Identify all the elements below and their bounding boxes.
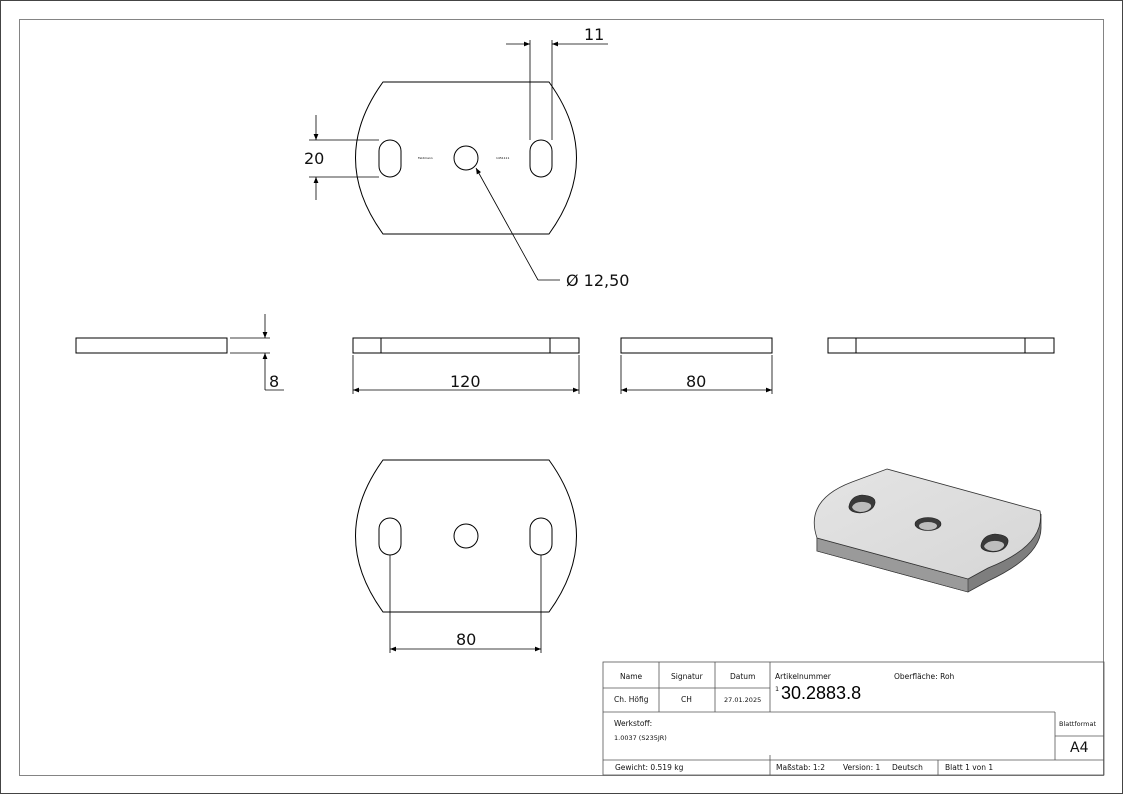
dim-hole-diameter-text: Ø 12,50 xyxy=(566,271,629,290)
tb-artikelnummer-label: Artikelnummer xyxy=(775,672,832,681)
dim-width xyxy=(620,355,773,394)
tb-werkstoff-label: Werkstoff: xyxy=(614,719,652,728)
slot-right-bottom xyxy=(529,517,553,556)
tb-massstab: Maßstab: 1:2 xyxy=(776,763,825,772)
dim-slot-length-text: 20 xyxy=(304,149,324,168)
tb-value-datum: 27.01.2025 xyxy=(724,696,761,704)
front-view xyxy=(352,337,580,354)
dim-thickness-text: 8 xyxy=(269,372,279,391)
dim-length-text: 120 xyxy=(450,372,481,391)
slot-right xyxy=(529,139,553,178)
dim-slot-spacing-text: 80 xyxy=(456,630,476,649)
tb-version: Version: 1 xyxy=(843,763,880,772)
bottom-view xyxy=(355,459,577,613)
tb-header-name: Name xyxy=(620,672,643,681)
tb-value-name: Ch. Höfig xyxy=(614,695,649,704)
tb-value-signatur: CH xyxy=(681,695,692,704)
side-views xyxy=(75,337,1055,354)
dim-slot-width xyxy=(506,40,608,140)
title-block xyxy=(602,661,1105,776)
dim-width-text: 80 xyxy=(686,372,706,391)
plate-outline xyxy=(355,81,577,235)
top-view xyxy=(355,81,577,235)
back-view xyxy=(827,337,1055,354)
tb-oberflaeche: Oberfläche: Roh xyxy=(894,672,955,681)
tb-gewicht: Gewicht: 0.519 kg xyxy=(615,763,684,772)
side-view-1 xyxy=(75,337,228,354)
tb-werkstoff: 1.0037 (S235JR) xyxy=(614,734,667,742)
tb-blattformat-label: Blattformat xyxy=(1059,720,1096,728)
drawing-frame xyxy=(19,19,1104,776)
engraving-left: Feldmann xyxy=(418,156,433,160)
dim-slot-spacing xyxy=(389,555,542,653)
tb-blatt: Blatt 1 von 1 xyxy=(945,763,993,772)
tb-artikelnummer-prefix: 1 xyxy=(775,685,779,693)
slot-left-bottom xyxy=(378,517,402,556)
tb-sprache: Deutsch xyxy=(892,763,923,772)
tb-header-datum: Datum xyxy=(730,672,755,681)
dim-slot-width-text: 11 xyxy=(584,25,604,44)
tb-artikelnummer: 30.2883.8 xyxy=(781,683,861,703)
dim-length xyxy=(352,355,580,394)
isometric-view xyxy=(813,468,1042,593)
tb-blattformat: A4 xyxy=(1070,740,1089,756)
engraving-right: 1451111 xyxy=(496,156,509,160)
center-hole xyxy=(453,145,479,171)
center-hole-bottom xyxy=(453,523,479,549)
dim-hole-leader xyxy=(475,167,560,281)
side-view-2 xyxy=(620,337,773,354)
slot-left xyxy=(378,139,402,178)
dim-thickness xyxy=(230,314,284,391)
dim-slot-length xyxy=(309,115,379,200)
plate-outline-bottom xyxy=(355,459,577,613)
tb-header-signatur: Signatur xyxy=(671,672,704,681)
